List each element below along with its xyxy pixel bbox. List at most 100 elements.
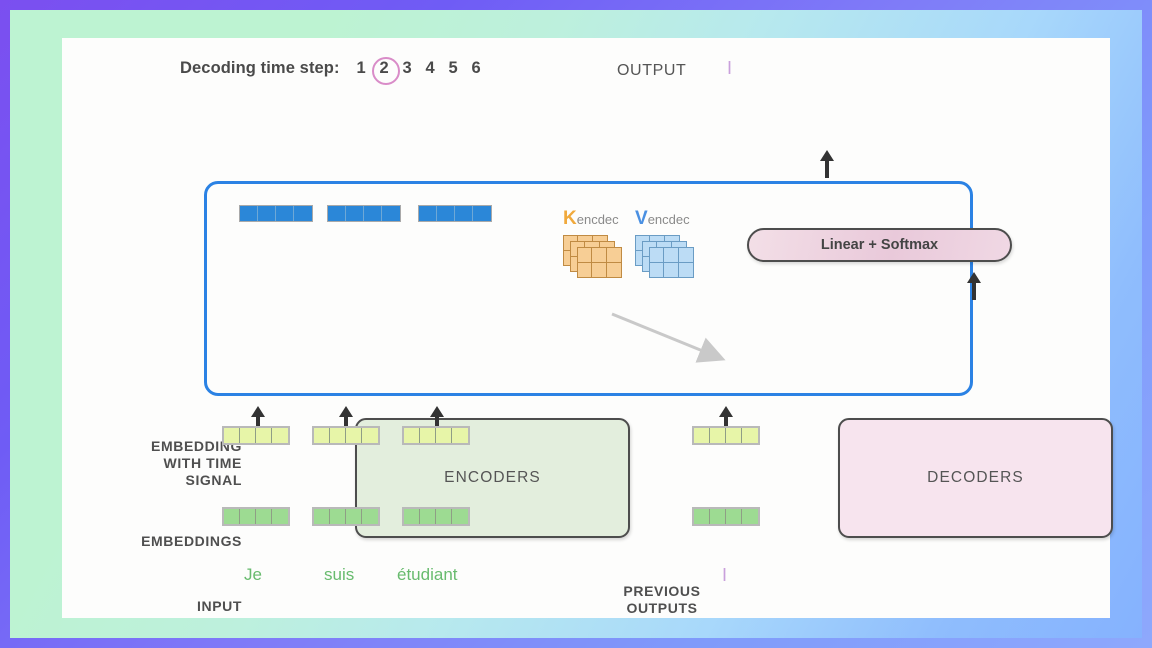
k-encdec-group: Kencdec	[562, 208, 625, 283]
encoder-output-vector-3	[418, 205, 492, 222]
cell	[404, 428, 420, 443]
cell	[272, 509, 288, 524]
v-matrix-layer-front	[648, 246, 694, 278]
gradient-border-layer: Decoding time step: 1 2 3 4 5 6 OUTPUT I	[10, 10, 1142, 638]
emb-time-line-3: SIGNAL	[185, 472, 242, 488]
k-encdec-label: Kencdec	[563, 208, 625, 230]
decoder-to-linear-arrow	[967, 272, 981, 300]
cell	[224, 509, 240, 524]
cell	[272, 428, 288, 443]
cell	[404, 509, 420, 524]
cell	[330, 428, 346, 443]
encoder-output-vector-1	[239, 205, 313, 222]
vector-cell	[294, 206, 312, 221]
decoding-timestep-row: Decoding time step: 1 2 3 4 5 6	[180, 56, 488, 85]
cell	[346, 509, 362, 524]
cell	[436, 509, 452, 524]
cell	[240, 428, 256, 443]
cell	[726, 428, 742, 443]
cell	[452, 428, 468, 443]
time-signal-vector-2	[312, 426, 380, 445]
vector-cell	[455, 206, 473, 221]
cell	[436, 428, 452, 443]
cell	[256, 428, 272, 443]
linear-softmax-block[interactable]: Linear + Softmax	[747, 228, 1012, 262]
v-encdec-matrix-stack	[634, 234, 697, 283]
time-signal-vector-1	[222, 426, 290, 445]
cell	[452, 509, 468, 524]
cell	[710, 428, 726, 443]
cell	[726, 509, 742, 524]
vector-cell	[328, 206, 346, 221]
previous-outputs-line-2: OUTPUTS	[626, 600, 698, 616]
vector-cell	[364, 206, 382, 221]
encoders-label: ENCODERS	[444, 469, 541, 486]
cell	[346, 428, 362, 443]
input-row-label: INPUT	[197, 598, 242, 614]
timestep-3[interactable]: 3	[402, 59, 412, 77]
encdec-attention-arrow	[611, 312, 726, 363]
embedding-arrow-1	[251, 406, 265, 434]
input-word-je: Je	[244, 565, 262, 584]
input-word-etudiant: étudiant	[397, 565, 458, 584]
encoders-block[interactable]: ENCODERS	[355, 418, 630, 538]
input-word-suis: suis	[324, 565, 355, 584]
v-symbol: V	[635, 208, 648, 229]
embedding-vector-2	[312, 507, 380, 526]
embedding-arrow-4	[719, 406, 733, 434]
embedding-vector-1	[222, 507, 290, 526]
previous-outputs-line-1: PREVIOUS	[623, 583, 701, 599]
embedding-with-time-signal-label: EMBEDDING WITH TIME SIGNAL	[82, 438, 242, 489]
output-arrow	[820, 150, 834, 178]
v-encdec-group: Vencdec	[634, 208, 697, 283]
k-matrix-layer-front	[576, 246, 622, 278]
output-label: OUTPUT	[617, 62, 687, 79]
embedding-vector-decoder	[692, 507, 760, 526]
cell	[362, 509, 378, 524]
cell	[224, 428, 240, 443]
output-token: I	[727, 58, 733, 78]
k-subscript: encdec	[576, 212, 619, 227]
cell	[420, 428, 436, 443]
decoding-timestep-label: Decoding time step:	[180, 59, 340, 77]
decoders-block[interactable]: DECODERS	[838, 418, 1113, 538]
timestep-1[interactable]: 1	[356, 59, 366, 77]
cell	[710, 509, 726, 524]
vector-cell	[346, 206, 364, 221]
timestep-2-active[interactable]: 2	[372, 56, 401, 85]
previous-outputs-label: PREVIOUS OUTPUTS	[592, 583, 732, 617]
time-signal-vector-3	[402, 426, 470, 445]
v-encdec-label: Vencdec	[635, 208, 697, 230]
vector-cell	[382, 206, 400, 221]
embedding-arrow-2	[339, 406, 353, 434]
transformer-container: ENCODERS DECODERS Linear + Softmax Kencd…	[204, 181, 1113, 538]
cell	[694, 428, 710, 443]
cell	[314, 509, 330, 524]
vector-cell	[258, 206, 276, 221]
time-signal-vector-decoder	[692, 426, 760, 445]
k-encdec-matrix-stack	[562, 234, 625, 283]
linear-softmax-label: Linear + Softmax	[820, 237, 939, 253]
cell	[742, 428, 758, 443]
timestep-4[interactable]: 4	[425, 59, 435, 77]
cell	[420, 509, 436, 524]
timestep-number-list: 1 2 3 4 5 6	[350, 56, 488, 85]
vector-cell	[473, 206, 491, 221]
vector-cell	[419, 206, 437, 221]
emb-time-line-2: WITH TIME	[163, 455, 242, 471]
cell	[330, 509, 346, 524]
cell	[694, 509, 710, 524]
k-symbol: K	[563, 208, 577, 229]
slide-canvas: Decoding time step: 1 2 3 4 5 6 OUTPUT I	[62, 38, 1113, 618]
timestep-6[interactable]: 6	[471, 59, 481, 77]
v-subscript: encdec	[647, 212, 690, 227]
cell	[362, 428, 378, 443]
embedding-arrow-3	[430, 406, 444, 434]
embedding-vector-3	[402, 507, 470, 526]
vector-cell	[240, 206, 258, 221]
embeddings-row-label: EMBEDDINGS	[141, 533, 242, 549]
cell	[742, 509, 758, 524]
timestep-5[interactable]: 5	[448, 59, 458, 77]
previous-output-token: I	[722, 565, 728, 585]
